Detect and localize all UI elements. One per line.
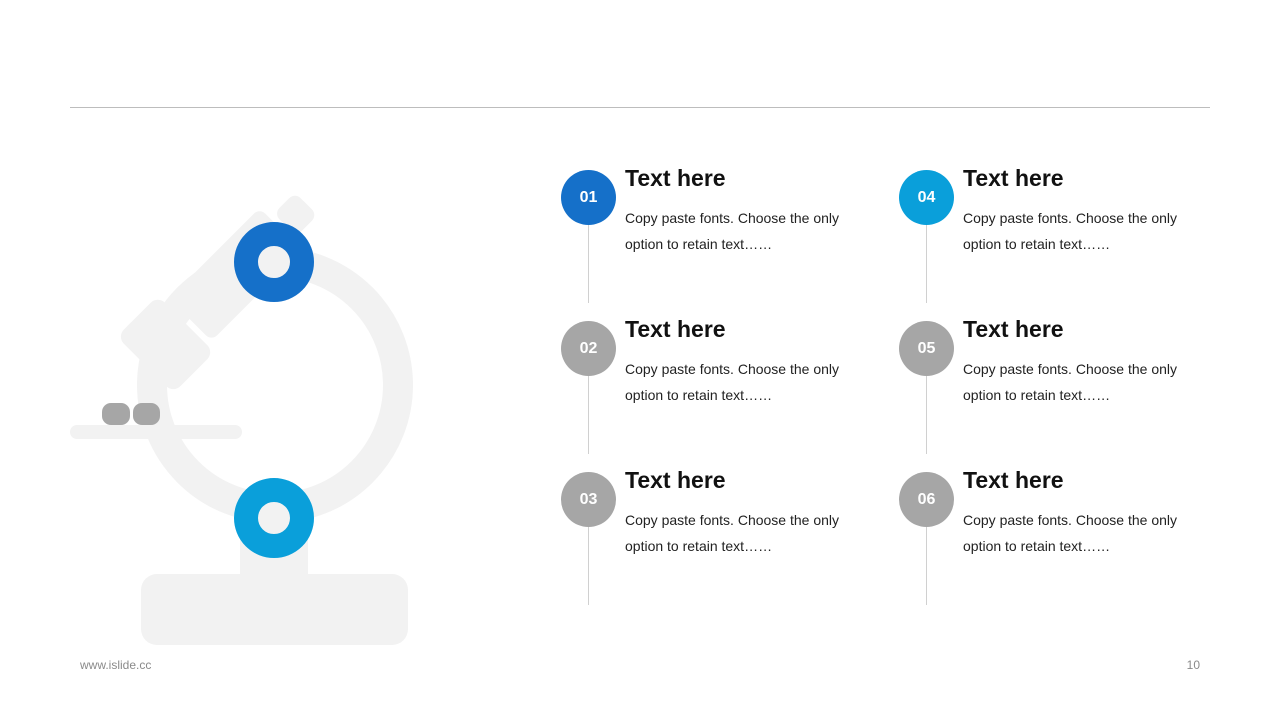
number-badge: 01 bbox=[561, 170, 616, 225]
list-item: 05 Text here Copy paste fonts. Choose th… bbox=[899, 316, 1219, 466]
item-title: Text here bbox=[625, 165, 726, 191]
timeline-connector bbox=[926, 523, 927, 605]
top-divider bbox=[70, 107, 1210, 108]
lower-knob bbox=[234, 478, 314, 558]
item-title: Text here bbox=[963, 316, 1064, 342]
item-description: Copy paste fonts. Choose the only option… bbox=[963, 512, 1178, 554]
microscope-objective bbox=[120, 299, 211, 390]
timeline-connector bbox=[588, 221, 589, 303]
list-item: 03 Text here Copy paste fonts. Choose th… bbox=[561, 467, 881, 617]
item-title: Text here bbox=[625, 316, 726, 342]
timeline-connector bbox=[926, 221, 927, 303]
timeline-connector bbox=[926, 372, 927, 454]
upper-knob bbox=[234, 222, 314, 302]
number-badge: 06 bbox=[899, 472, 954, 527]
number-badge: 02 bbox=[561, 321, 616, 376]
list-item: 04 Text here Copy paste fonts. Choose th… bbox=[899, 165, 1219, 315]
microscope-stage bbox=[70, 425, 242, 439]
microscope-slide-left bbox=[102, 403, 130, 425]
item-title: Text here bbox=[625, 467, 726, 493]
footer-url: www.islide.cc bbox=[80, 658, 152, 672]
page-number: 10 bbox=[1186, 658, 1200, 672]
item-description: Copy paste fonts. Choose the only option… bbox=[625, 210, 840, 252]
item-title: Text here bbox=[963, 165, 1064, 191]
microscope-illustration bbox=[70, 195, 413, 645]
number-badge: 03 bbox=[561, 472, 616, 527]
item-description: Copy paste fonts. Choose the only option… bbox=[625, 361, 840, 403]
list-item: 06 Text here Copy paste fonts. Choose th… bbox=[899, 467, 1219, 617]
microscope-eyepiece bbox=[277, 195, 315, 233]
item-description: Copy paste fonts. Choose the only option… bbox=[963, 361, 1178, 403]
timeline-connector bbox=[588, 523, 589, 605]
item-description: Copy paste fonts. Choose the only option… bbox=[625, 512, 840, 554]
list-item: 01 Text here Copy paste fonts. Choose th… bbox=[561, 165, 881, 315]
number-badge: 05 bbox=[899, 321, 954, 376]
timeline-connector bbox=[588, 372, 589, 454]
microscope-base bbox=[141, 574, 408, 645]
number-badge: 04 bbox=[899, 170, 954, 225]
item-title: Text here bbox=[963, 467, 1064, 493]
microscope-slide-right bbox=[133, 403, 160, 425]
item-description: Copy paste fonts. Choose the only option… bbox=[963, 210, 1178, 252]
list-item: 02 Text here Copy paste fonts. Choose th… bbox=[561, 316, 881, 466]
